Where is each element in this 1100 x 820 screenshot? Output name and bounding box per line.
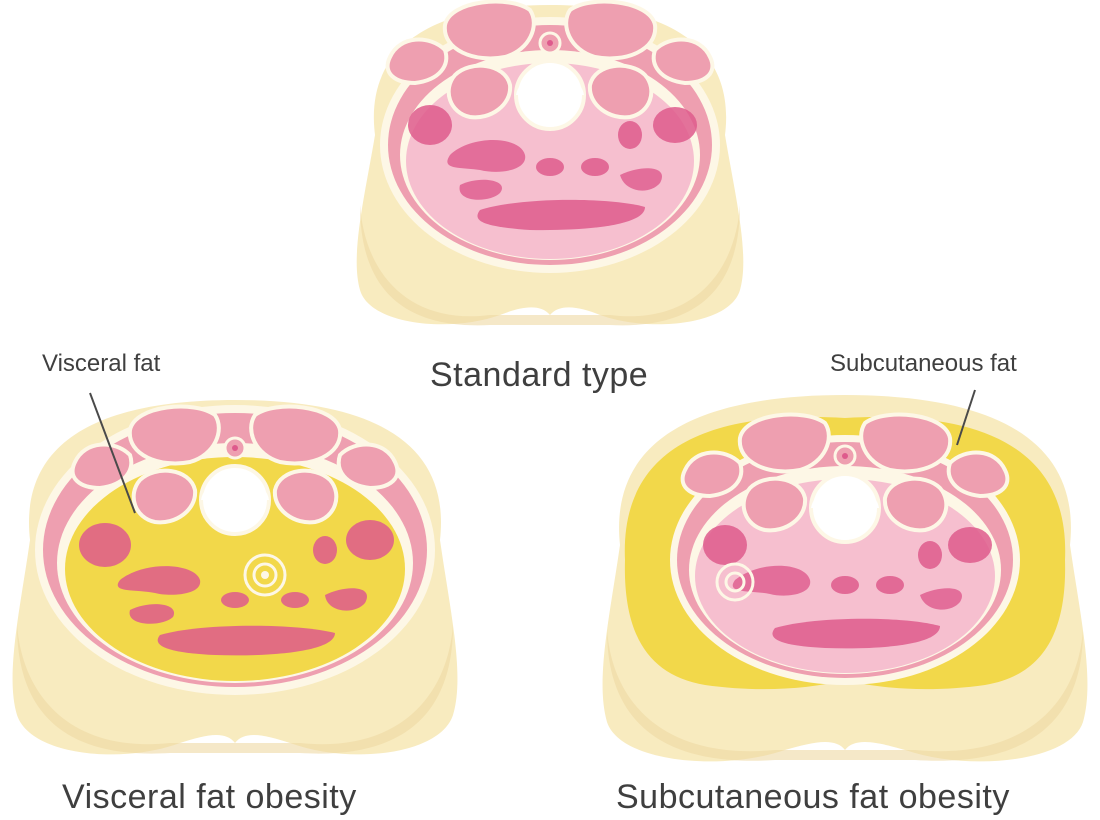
standard-type-figure [357,2,744,326]
subcutaneous-fat-obesity-caption: Subcutaneous fat obesity [616,778,1010,817]
visceral-fat-obesity-caption: Visceral fat obesity [62,778,357,817]
standard-type-caption: Standard type [430,356,648,395]
visceral-fat-obesity-figure [13,393,458,754]
visceral-fat-callout: Visceral fat [42,350,160,378]
subcutaneous-fat-callout: Subcutaneous fat [830,350,1017,378]
subcutaneous-fat-obesity-figure [603,390,1088,761]
